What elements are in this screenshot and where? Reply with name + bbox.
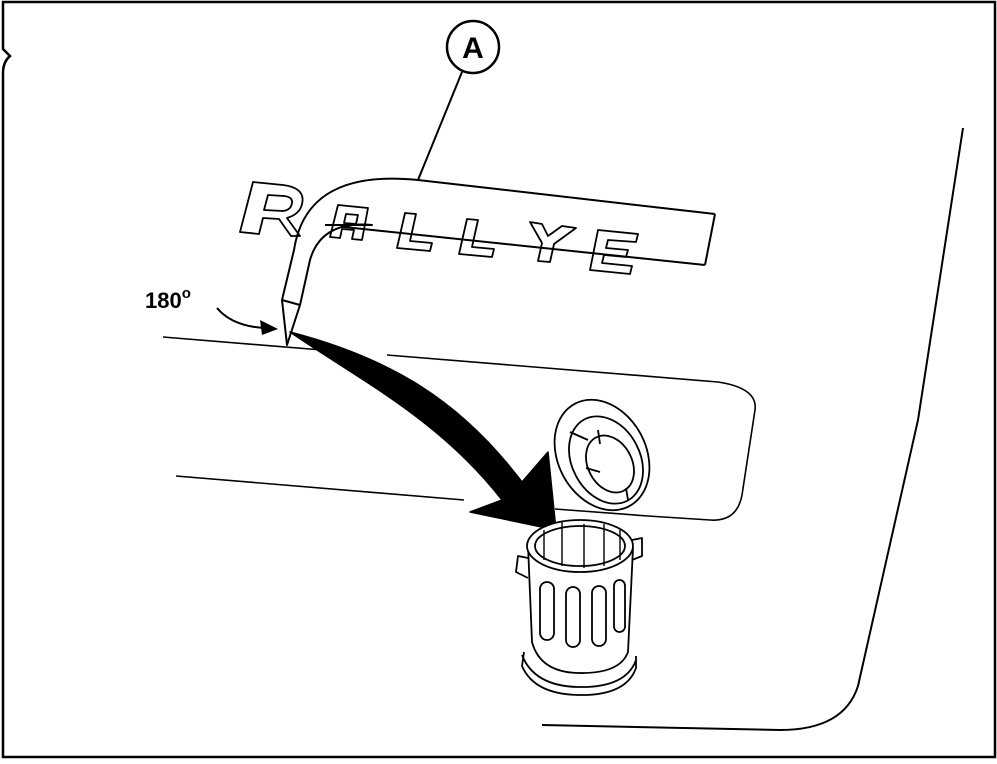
decal-letter-e <box>589 229 639 275</box>
peel-angle-indicator: 180o <box>145 285 278 335</box>
callout-label: A <box>462 32 484 65</box>
vehicle-panel-outline <box>541 127 964 732</box>
disposal-arrow-icon <box>289 331 557 531</box>
callout-circle-icon <box>445 19 501 75</box>
trash-can-lid <box>553 398 651 512</box>
trash-can-body <box>515 519 643 696</box>
angle-label: 180o <box>145 285 191 313</box>
decal-letters <box>239 181 639 275</box>
peeling-decal-icon <box>281 177 419 346</box>
decal-letter-l1 <box>396 212 433 252</box>
angle-unit: o <box>182 285 191 302</box>
curved-angle-arrow-icon <box>216 307 265 329</box>
decal-letter-l2 <box>458 218 495 258</box>
decal-strip <box>324 179 716 266</box>
callout-a: A <box>417 19 501 181</box>
curved-angle-arrowhead-icon <box>260 320 278 335</box>
callout-leader-line <box>417 71 463 181</box>
decal-letter-y <box>529 221 577 263</box>
decal-letter-a <box>329 204 369 241</box>
body-crease-lines <box>162 336 756 521</box>
trash-can-icon <box>515 398 651 696</box>
decal-letter-r <box>239 181 304 237</box>
angle-value: 180 <box>145 288 182 313</box>
